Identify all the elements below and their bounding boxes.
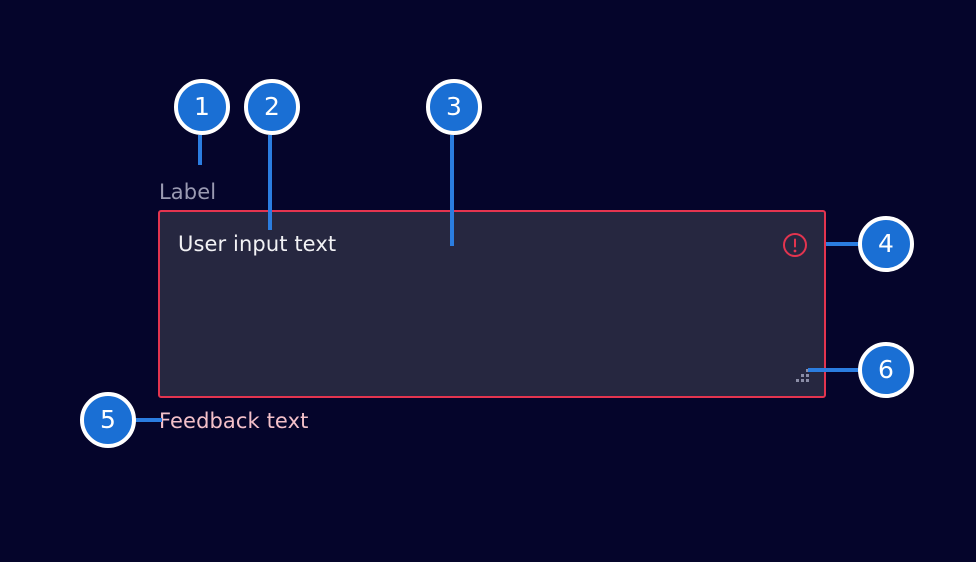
callout-badge-4[interactable]: 4 xyxy=(858,216,914,272)
callout-badge-6[interactable]: 6 xyxy=(858,342,914,398)
feedback-text: Feedback text xyxy=(159,409,309,433)
callout-connector-3 xyxy=(450,135,454,246)
field-label: Label xyxy=(159,180,217,204)
resize-grip-icon[interactable] xyxy=(792,366,812,386)
callout-connector-1 xyxy=(198,135,202,165)
callout-badge-2[interactable]: 2 xyxy=(244,79,300,135)
textarea-value-text: User input text xyxy=(178,232,337,256)
callout-badge-1[interactable]: 1 xyxy=(174,79,230,135)
callout-connector-2 xyxy=(268,135,272,230)
callout-connector-4 xyxy=(826,242,860,246)
callout-connector-6 xyxy=(808,368,860,372)
callout-badge-5[interactable]: 5 xyxy=(80,392,136,448)
callout-connector-5 xyxy=(134,418,162,422)
callout-badge-3[interactable]: 3 xyxy=(426,79,482,135)
error-exclamation-circle-icon xyxy=(782,232,808,258)
textarea-input[interactable]: User input text xyxy=(158,210,826,398)
